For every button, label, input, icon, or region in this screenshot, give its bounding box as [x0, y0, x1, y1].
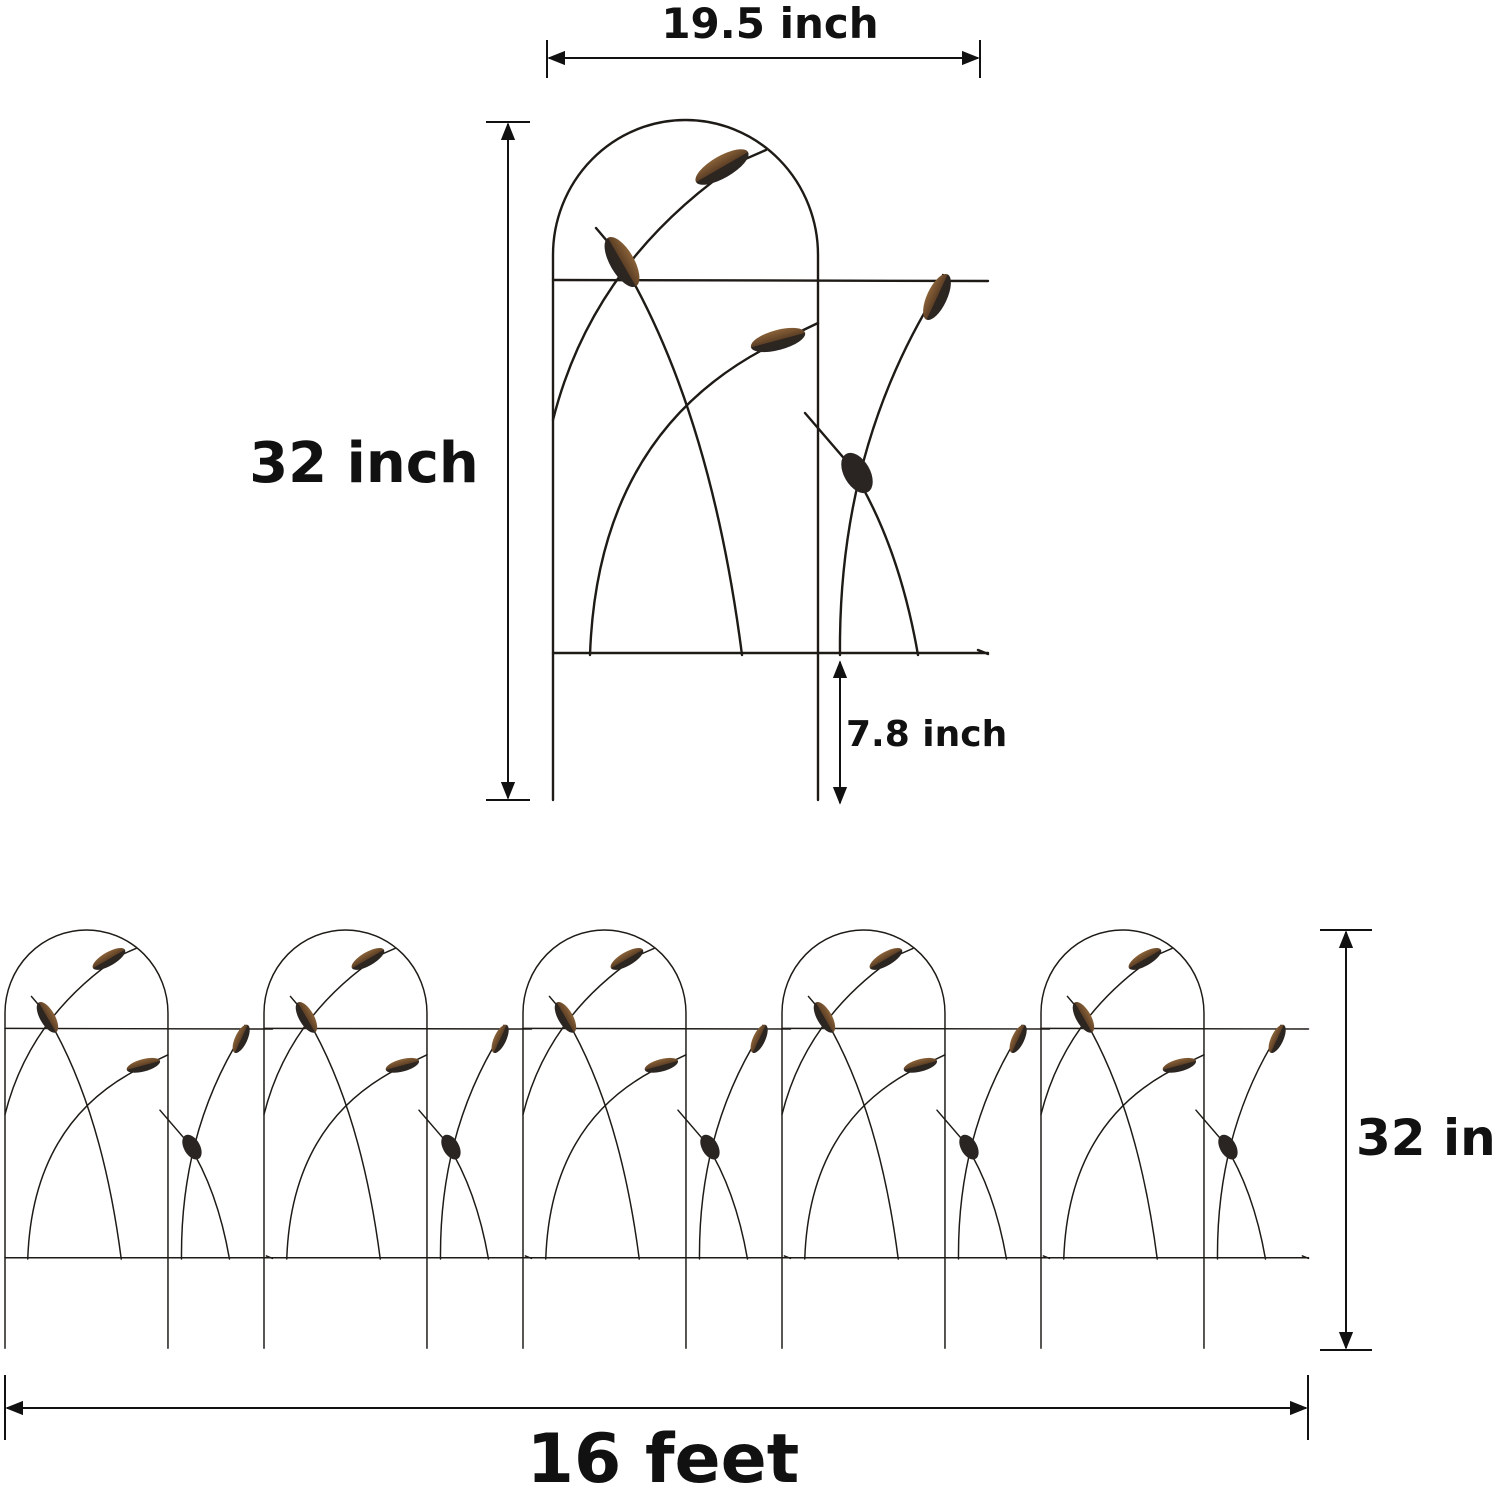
fence-panel-3: [522, 929, 792, 1349]
run-height-label: 32 in: [1356, 1109, 1496, 1167]
run-length-label: 16 feet: [527, 1420, 800, 1489]
width-label: 19.5 inch: [661, 0, 878, 48]
fence-panel-1: [4, 929, 274, 1349]
run-length-dimension: 16 feet: [4, 1375, 1309, 1489]
fence-panel-2: [263, 929, 533, 1349]
fence-panel-5: [1040, 929, 1310, 1349]
width-dimension: 19.5 inch: [546, 0, 981, 78]
spike-dimension: 7.8 inch: [832, 660, 1007, 805]
height-label: 32 inch: [249, 431, 479, 496]
fence-run: [4, 929, 1310, 1349]
run-height-dimension: 32 in: [1320, 929, 1496, 1351]
fence-panel-4: [781, 929, 1051, 1349]
spike-label: 7.8 inch: [846, 714, 1007, 755]
single-fence-panel: [551, 118, 990, 802]
height-dimension: 32 inch: [249, 121, 530, 801]
